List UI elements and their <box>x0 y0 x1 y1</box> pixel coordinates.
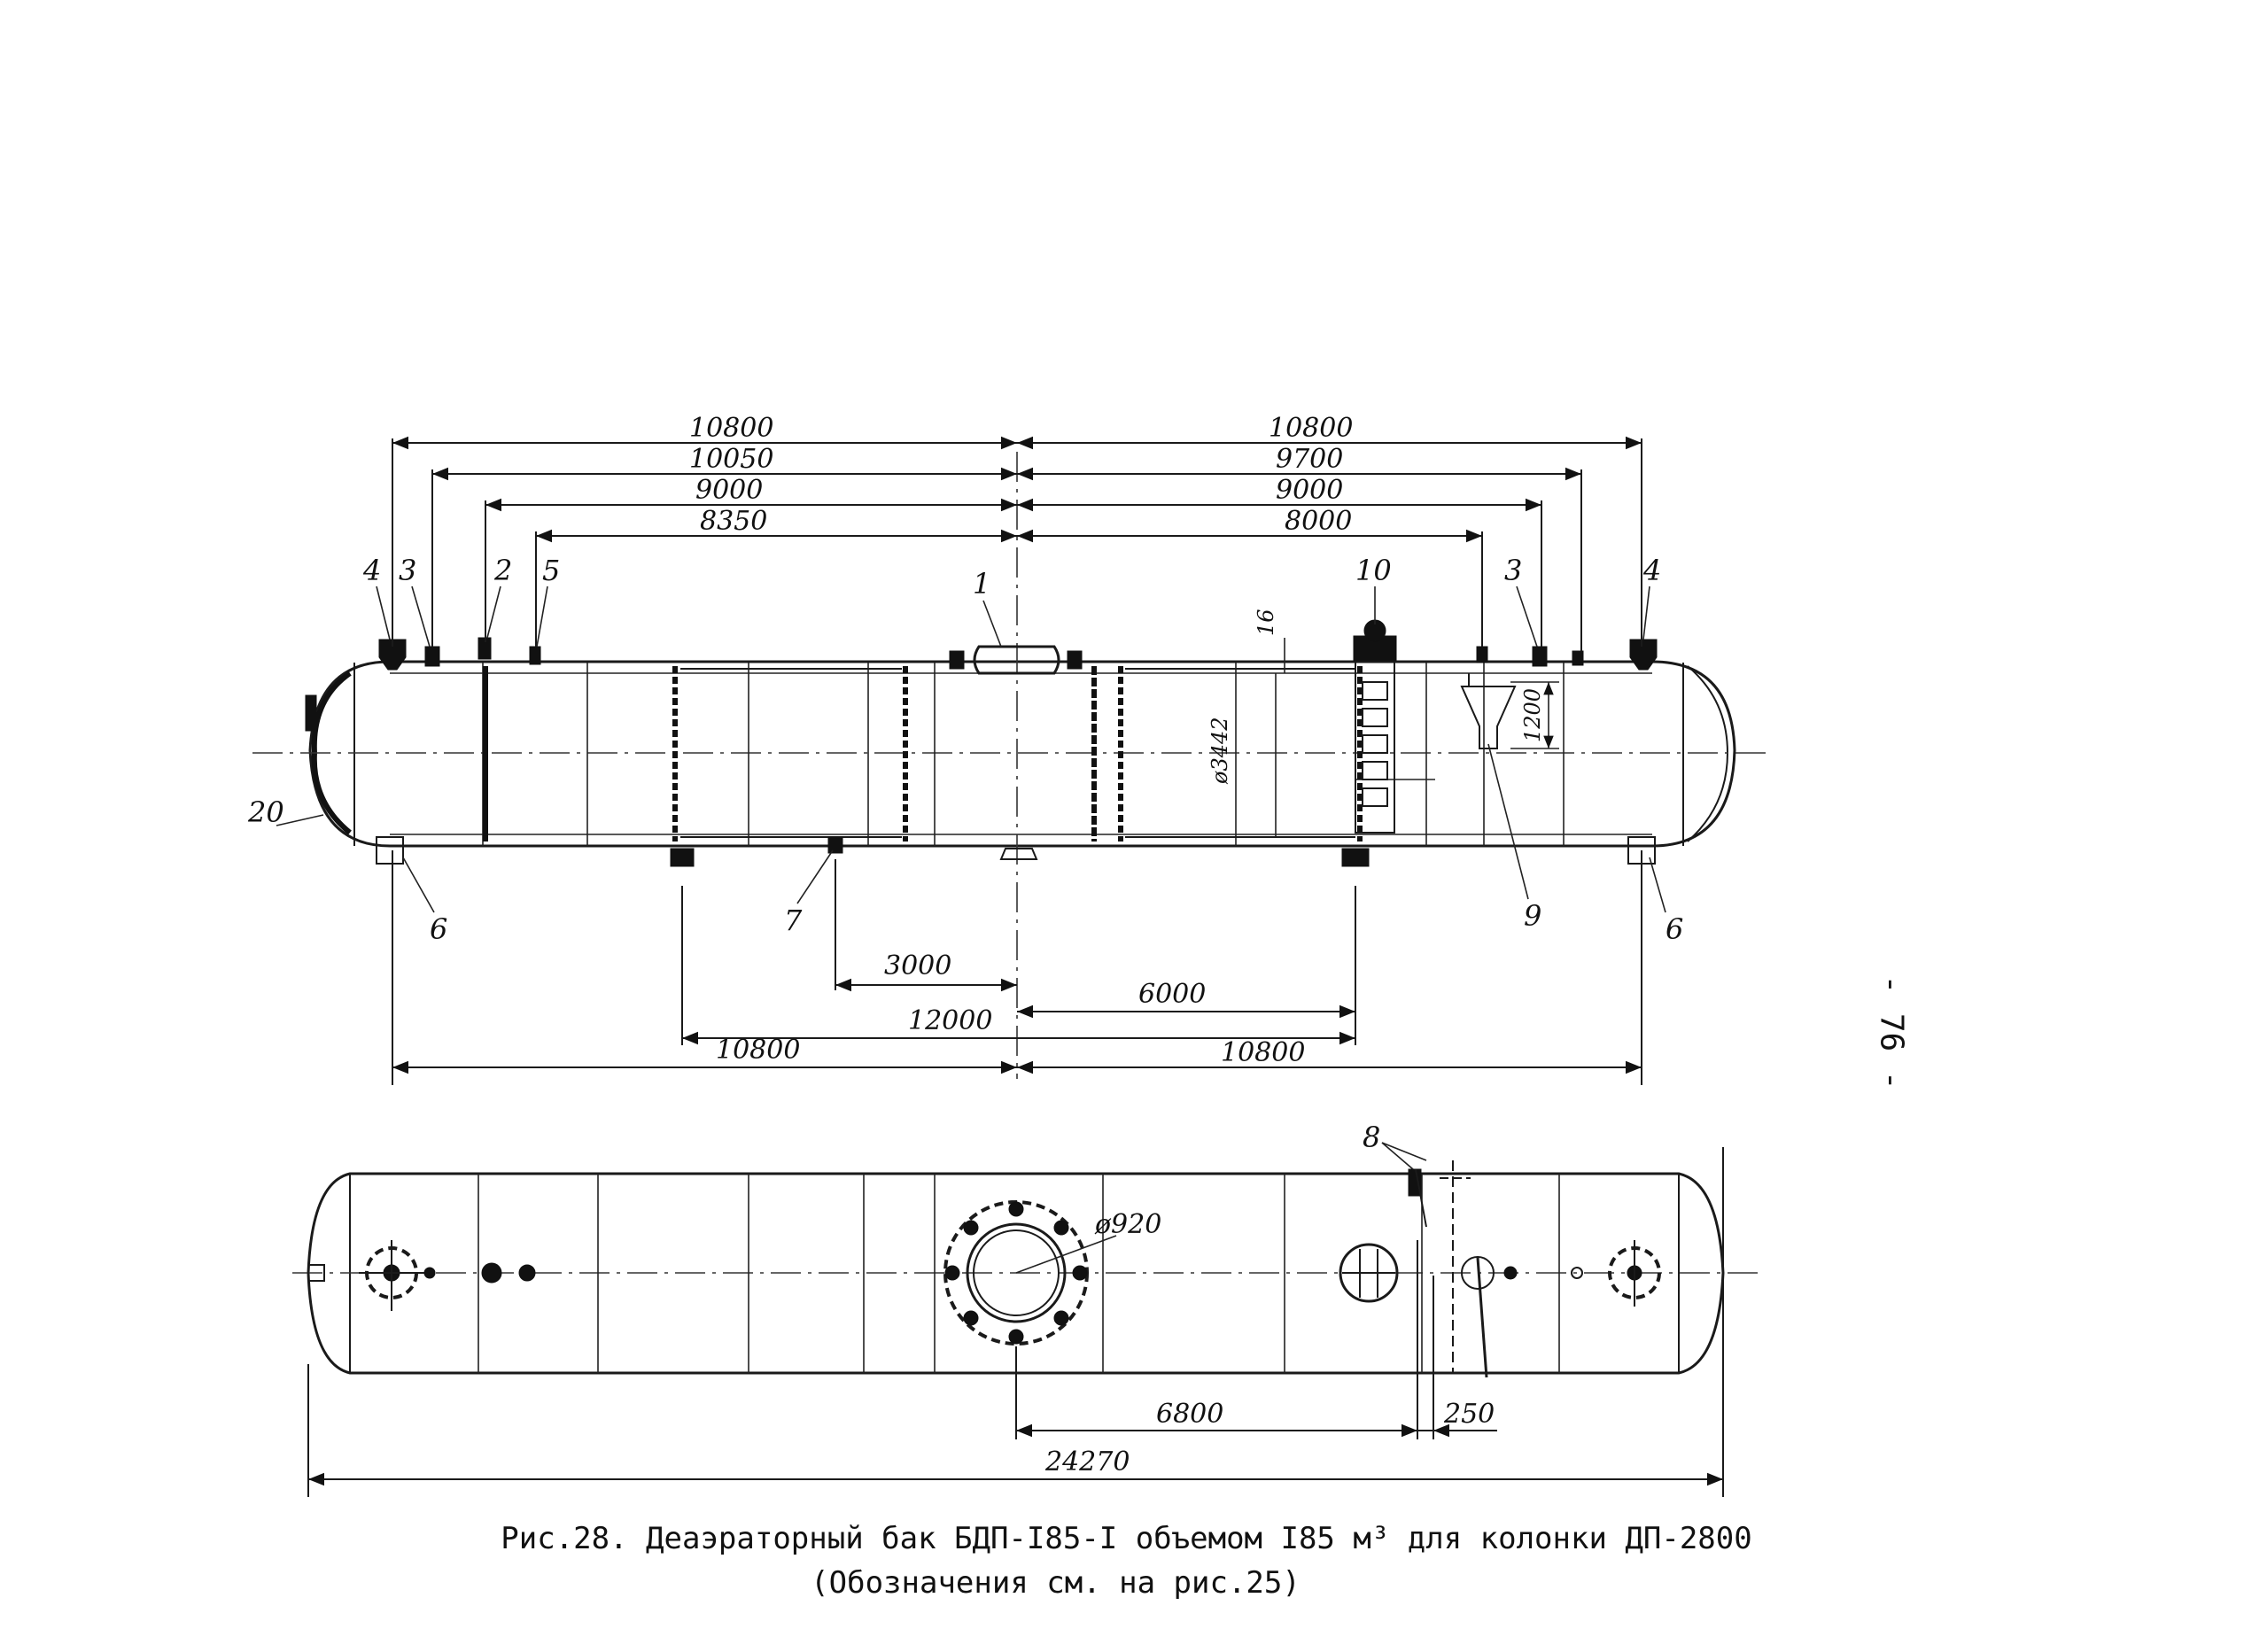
dim-16: 16 <box>1254 609 1278 636</box>
baffle-plates <box>483 666 1363 842</box>
plan-central-flange: ø920 <box>943 1200 1161 1346</box>
plan-left-nozzle-group <box>359 1240 536 1311</box>
top-nozzles <box>378 637 1658 671</box>
right-head-liner <box>1687 665 1729 842</box>
left-head-nozzle <box>305 694 317 732</box>
callout-3-right: 3 <box>1504 554 1522 587</box>
caption-line-1: Рис.28. Деаэраторный бак БДП-I85-I объем… <box>501 1521 1752 1556</box>
callout-4-left: 4 <box>362 554 381 587</box>
plan-right-nozzle-group <box>1608 1240 1661 1307</box>
callout-6-left: 6 <box>430 912 447 946</box>
dim-top-left-1: 10800 <box>689 413 773 444</box>
top-dimensions: 10800 10050 9000 8350 10800 9700 9000 80… <box>392 413 1642 651</box>
dim-24270: 24270 <box>1044 1446 1130 1477</box>
dim-top-right-2: 9700 <box>1276 444 1343 475</box>
dim-top-right-4: 8000 <box>1285 506 1352 537</box>
callout-5: 5 <box>542 554 560 587</box>
internal-partitions <box>482 663 1565 846</box>
callout-7: 7 <box>784 904 803 937</box>
callout-20: 20 <box>247 795 284 829</box>
dim-diameter-shell: ø3442 <box>1207 717 1232 785</box>
page-number: - 76 - <box>1852 974 1914 1094</box>
callout-10: 10 <box>1355 554 1392 587</box>
steam-riser-10 <box>1353 619 1397 834</box>
plan-pipe-8: 8 <box>1363 1121 1583 1378</box>
dim-3000: 3000 <box>884 950 951 981</box>
elevation-view: 10800 10050 9000 8350 10800 9700 9000 80… <box>247 413 1772 1085</box>
dim-top-right-1: 10800 <box>1269 413 1353 444</box>
dim-1200: 1200 <box>1520 688 1545 742</box>
callout-2: 2 <box>493 554 512 587</box>
callout-4-right: 4 <box>1642 554 1661 587</box>
figure-caption: Рис.28. Деаэраторный бак БДП-I85-I объем… <box>0 1516 2244 1605</box>
dim-250: 250 <box>1443 1399 1495 1430</box>
dim-10800-left: 10800 <box>716 1035 800 1066</box>
callout-9: 9 <box>1524 899 1541 933</box>
page-number-text: - 76 - <box>1873 974 1910 1090</box>
dim-12000: 12000 <box>908 1005 992 1036</box>
dim-6000: 6000 <box>1138 979 1206 1010</box>
local-dimensions: 16 1200 ø3442 <box>1207 609 1559 837</box>
plan-left-nozzle <box>307 1264 325 1282</box>
dim-6800: 6800 <box>1156 1399 1223 1430</box>
callout-1: 1 <box>973 567 990 601</box>
dim-diameter-920: ø920 <box>1094 1209 1161 1240</box>
callouts: 4 3 2 5 1 10 3 4 20 6 7 9 6 <box>247 554 1683 946</box>
callout-8: 8 <box>1363 1121 1380 1154</box>
plan-view: ø920 8 <box>292 1121 1759 1497</box>
dim-top-left-2: 10050 <box>689 444 773 475</box>
bottom-supports <box>376 836 1656 867</box>
dim-top-left-4: 8350 <box>700 506 767 537</box>
top-manhole-1 <box>949 645 1083 675</box>
caption-line-2: (Обозначения см. на рис.25) <box>811 1565 1301 1601</box>
plan-section-lines <box>478 1174 1560 1373</box>
callout-6-right: 6 <box>1666 912 1683 946</box>
plan-manhole <box>1339 1243 1399 1303</box>
callout-3-left: 3 <box>399 554 416 587</box>
bottom-dimensions: 3000 6000 12000 10800 10800 <box>392 850 1642 1085</box>
dim-10800-right: 10800 <box>1221 1037 1305 1068</box>
plan-dimensions: 6800 250 24270 <box>307 1147 1724 1497</box>
tank-shell-inner-line <box>390 672 1652 835</box>
dim-top-right-3: 9000 <box>1276 475 1343 506</box>
overflow-funnel-9 <box>1460 673 1517 749</box>
dim-top-left-3: 9000 <box>695 475 763 506</box>
